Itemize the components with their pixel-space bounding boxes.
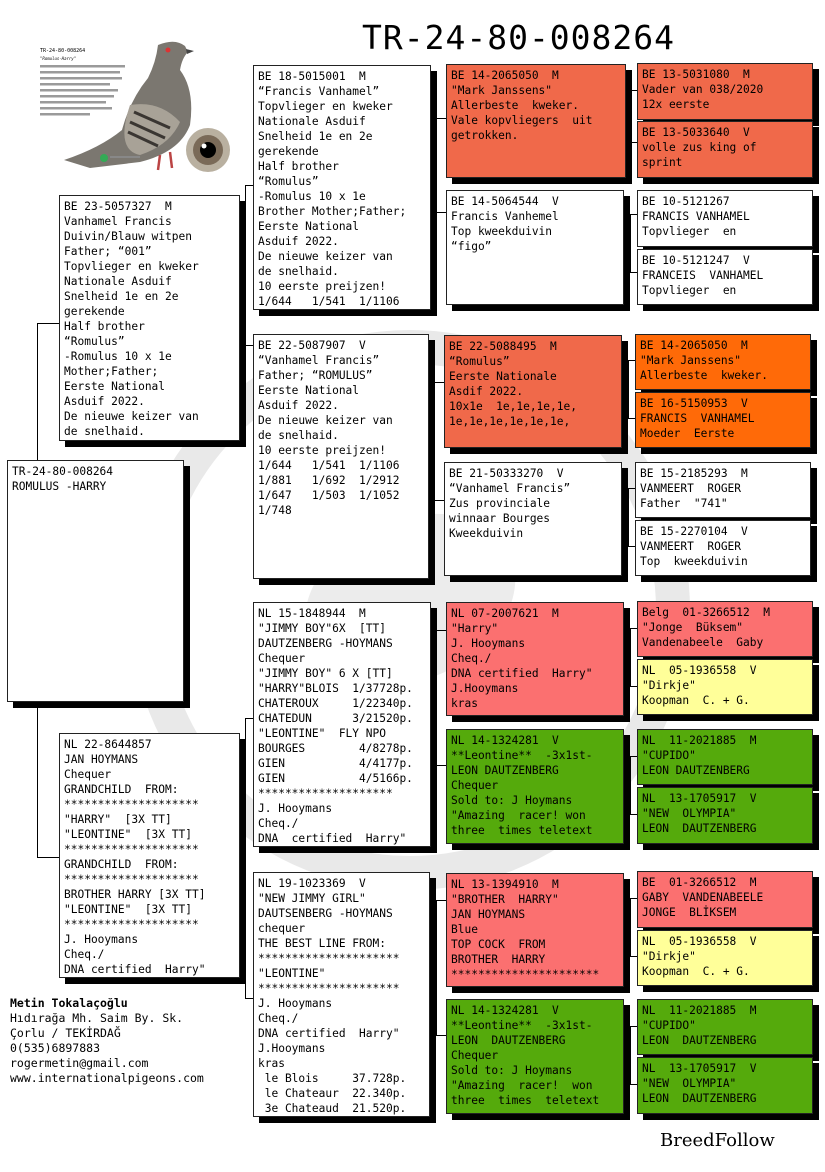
connector-line: [630, 142, 637, 143]
connector-line: [434, 500, 444, 501]
connector-line: [436, 212, 446, 213]
connector-line: [37, 700, 38, 857]
connector-line: [630, 814, 637, 815]
gen4-card-5: BE 14-2065050 M "Mark Janssens" Allerbes…: [635, 334, 811, 390]
gen4-card-15: NL 11-2021885 M "CUPIDO" LEON DAUTZENBER…: [637, 999, 813, 1055]
pigeon-photo: TR-24-80-008264 "Romulus-Harry": [40, 41, 230, 172]
dam-card: NL 22-8644857 JAN HOYMANS Chequer GRANDC…: [59, 733, 240, 978]
connector-line: [37, 323, 38, 463]
connector-line: [630, 628, 637, 629]
connector-line: [37, 323, 61, 324]
sire-dam-card: BE 22-5087907 V “Vanhamel Francis” Fathe…: [253, 334, 429, 579]
connector-line: [630, 1026, 637, 1027]
connector-line: [436, 900, 446, 901]
connector-line: [436, 1035, 446, 1036]
dd-sire-card: NL 13-1394910 M "BROTHER HARRY" JAN HOYM…: [446, 873, 624, 987]
connector-line: [434, 382, 444, 383]
owner-phone: 0(535)6897883: [10, 1041, 101, 1055]
owner-name: Metin Tokalaçoğlu: [10, 996, 128, 1010]
connector-line: [436, 900, 437, 1035]
connector-line: [245, 185, 246, 345]
dam-sire-card: NL 15-1848944 M "JIMMY BOY"6X [TT] DAUTZ…: [253, 602, 431, 847]
connector-line: [628, 488, 629, 546]
gen4-card-3: BE 10-5121267 FRANCIS VANHAMEL Topvliege…: [637, 190, 813, 247]
ds-sire-card: NL 07-2007621 M "Harry" J. Hooymans Cheq…: [446, 602, 624, 716]
gen4-card-12: NL 13-1705917 V "NEW OLYMPIA" LEON DAUTZ…: [637, 787, 813, 844]
gen4-card-16: NL 13-1705917 V "NEW OLYMPIA" LEON DAUTZ…: [637, 1057, 813, 1114]
ss-sire-card: BE 14-2065050 M "Mark Janssens" Allerbes…: [446, 64, 626, 178]
gen4-card-6: BE 16-5150953 V FRANCIS VANHAMEL Moeder …: [635, 392, 811, 448]
gen4-card-14: NL 05-1936558 V "Dirkje" Koopman C. + G.: [637, 930, 813, 986]
connector-line: [630, 1026, 631, 1084]
connector-line: [630, 628, 631, 686]
sd-dam-card: BE 21-50333270 V “Vanhamel Francis” Zus …: [444, 462, 622, 576]
connector-line: [37, 857, 61, 858]
connector-line: [630, 214, 637, 215]
connector-line: [630, 898, 637, 899]
gen4-card-13: BE 01-3266512 M GABY VANDENABEELE JONGE …: [637, 871, 813, 928]
connector-line: [630, 90, 637, 91]
gen4-card-8: BE 15-2270104 V VANMEERT ROGER Top kweek…: [635, 520, 811, 576]
connector-line: [436, 118, 437, 212]
connector-line: [436, 630, 446, 631]
connector-line: [245, 998, 255, 999]
photo-ring-text: TR-24-80-008264: [40, 48, 85, 54]
owner-email[interactable]: rogermetin@gmail.com: [10, 1056, 149, 1070]
sire-card: BE 23-5057327 M Vanhamel Francis Duivin/…: [59, 195, 240, 441]
connector-line: [628, 418, 635, 419]
owner-website[interactable]: www.internationalpigeons.com: [10, 1071, 204, 1085]
connector-line: [245, 185, 255, 186]
sd-sire-card: BE 22-5088495 M “Romulus” Eerste Nationa…: [444, 335, 622, 448]
sire-sire-card: BE 18-5015001 M “Francis Vanhamel” Topvl…: [253, 65, 431, 310]
connector-line: [630, 1084, 637, 1085]
connector-line: [630, 956, 637, 957]
connector-line: [630, 756, 637, 757]
gen4-card-11: NL 11-2021885 M "CUPIDO" LEON DAUTZENBER…: [637, 729, 813, 785]
gen4-card-1: BE 13-5031080 M Vader van 038/2020 12x e…: [637, 63, 813, 120]
connector-line: [628, 488, 635, 489]
gen4-card-4: BE 10-5121247 V FRANCEIS VANHAMEL Topvli…: [637, 249, 813, 305]
connector-line: [628, 360, 635, 361]
connector-line: [436, 765, 446, 766]
pigeon-photo-card: TR-24-80-008264 "Romulus-Harry": [30, 30, 235, 180]
brand-logo: BreedFollow: [660, 1130, 775, 1151]
connector-line: [436, 630, 437, 765]
photo-name-text: "Romulus-Harry": [40, 56, 76, 61]
owner-contact: Metin Tokalaçoğlu Hıdırağa Mh. Saim By. …: [10, 996, 204, 1086]
subject-card: TR-24-80-008264 ROMULUS -HARRY: [7, 460, 184, 702]
connector-line: [630, 272, 637, 273]
dam-dam-card: NL 19-1023369 V "NEW JIMMY GIRL" DAUTSEN…: [253, 872, 430, 1117]
ss-dam-card: BE 14-5064544 V Francis Vanhemel Top kwe…: [446, 190, 624, 305]
connector-line: [628, 546, 635, 547]
connector-line: [630, 756, 631, 814]
gen4-card-2: BE 13-5033640 V volle zus king of sprint: [637, 121, 813, 178]
owner-address-line2: Çorlu / TEKİRDAĞ: [10, 1026, 121, 1040]
connector-line: [245, 718, 255, 719]
dd-dam-card: NL 14-1324281 V **Leontine** -3x1st- LEO…: [446, 999, 624, 1114]
connector-line: [630, 90, 631, 142]
ds-dam-card: NL 14-1324281 V **Leontine** -3x1st- LEO…: [446, 729, 624, 844]
gen4-card-7: BE 15-2185293 M VANMEERT ROGER Father "7…: [635, 462, 811, 518]
connector-line: [630, 898, 631, 956]
page-title: TR-24-80-008264: [362, 18, 676, 57]
gen4-card-10: NL 05-1936558 V "Dirkje" Koopman C. + G.: [637, 659, 813, 715]
owner-address-line1: Hıdırağa Mh. Saim By. Sk.: [10, 1011, 184, 1025]
connector-line: [436, 118, 446, 119]
connector-line: [630, 686, 637, 687]
connector-line: [628, 360, 629, 418]
connector-line: [630, 214, 631, 272]
connector-line: [245, 718, 246, 998]
gen4-card-9: Belg 01-3266512 M "Jonge Büksem" Vandena…: [637, 601, 813, 657]
connector-line: [245, 345, 255, 346]
connector-line: [434, 382, 435, 500]
